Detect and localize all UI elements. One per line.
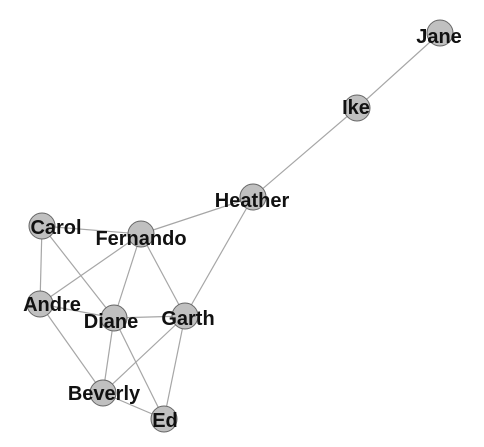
edge-andre-beverly bbox=[39, 303, 104, 394]
node-diane bbox=[100, 304, 128, 332]
edge-carol-diane bbox=[41, 225, 115, 319]
node-label-ike: Ike bbox=[342, 97, 370, 119]
node-carol bbox=[28, 212, 56, 240]
edge-garth-beverly bbox=[102, 315, 186, 394]
edge-fernando-garth bbox=[140, 233, 186, 317]
node-label-fernando: Fernando bbox=[95, 228, 186, 250]
node-label-diane: Diane bbox=[84, 311, 138, 333]
node-label-heather: Heather bbox=[215, 190, 290, 212]
node-garth bbox=[171, 302, 199, 330]
edge-fernando-andre bbox=[39, 233, 142, 305]
node-beverly bbox=[89, 379, 117, 407]
edge-heather-garth bbox=[184, 196, 254, 317]
node-heather bbox=[239, 183, 267, 211]
edge-diane-ed bbox=[113, 317, 165, 420]
edge-garth-ed bbox=[163, 315, 186, 420]
node-label-garth: Garth bbox=[161, 308, 214, 330]
edge-fernando-diane bbox=[113, 233, 142, 319]
node-label-andre: Andre bbox=[23, 294, 81, 316]
node-ike bbox=[343, 94, 371, 122]
edge-heather-fernando bbox=[140, 196, 254, 235]
node-jane bbox=[426, 19, 454, 47]
node-layer bbox=[26, 19, 454, 433]
node-label-beverly: Beverly bbox=[68, 383, 141, 405]
node-ed bbox=[150, 405, 178, 433]
edge-jane-ike bbox=[356, 32, 441, 109]
node-fernando bbox=[127, 220, 155, 248]
node-label-jane: Jane bbox=[416, 26, 462, 48]
edge-ike-heather bbox=[252, 107, 358, 198]
node-label-ed: Ed bbox=[152, 410, 178, 432]
node-andre bbox=[26, 290, 54, 318]
edge-carol-fernando bbox=[41, 225, 142, 235]
edge-layer bbox=[39, 32, 441, 420]
node-label-carol: Carol bbox=[30, 217, 81, 239]
